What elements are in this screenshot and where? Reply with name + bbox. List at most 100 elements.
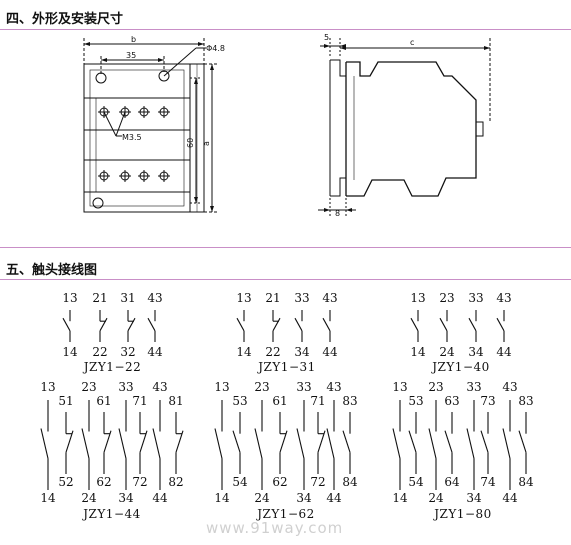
- terminal-label: 44: [326, 491, 342, 505]
- terminal-label: 52: [58, 475, 73, 489]
- terminal-label: 23: [254, 380, 269, 394]
- contact-inner-3-1-blade: [103, 430, 112, 453]
- contact-outer-5-2-blade: [466, 428, 475, 459]
- terminal-label: 14: [410, 345, 426, 359]
- terminal-label: 44: [496, 345, 512, 359]
- dim-m35-label: M3.5: [122, 133, 142, 142]
- terminal-label: 24: [81, 491, 97, 505]
- terminal-label: 71: [310, 394, 325, 408]
- model-label: JZY1−22: [82, 360, 142, 374]
- terminal-label: 13: [40, 380, 55, 394]
- contact-1-0-blade: [236, 317, 245, 332]
- contact-outer-3-3-blade: [152, 428, 161, 459]
- terminal-label: 61: [96, 394, 111, 408]
- terminal-label: 21: [92, 291, 107, 305]
- contact-outer-4-2-blade: [296, 428, 305, 459]
- contact-inner-5-2-blade: [480, 430, 489, 453]
- contact-2-2-blade: [468, 317, 477, 332]
- terminal-label: 44: [152, 491, 168, 505]
- terminal-label: 43: [326, 380, 341, 394]
- terminal-label: 84: [518, 475, 534, 489]
- terminal-label: 82: [168, 475, 183, 489]
- terminal-label: 24: [254, 491, 270, 505]
- side-view-drawing: [318, 38, 491, 216]
- contact-inner-4-2-blade: [317, 430, 326, 453]
- terminal-label: 13: [214, 380, 229, 394]
- terminal-label: 24: [439, 345, 455, 359]
- divider: [0, 29, 571, 30]
- terminal-label: 53: [232, 394, 247, 408]
- contact-outer-5-1-blade: [428, 428, 437, 459]
- contact-inner-3-0-blade: [65, 430, 74, 453]
- terminal-label: 13: [62, 291, 77, 305]
- contact-outer-3-2-blade: [118, 428, 127, 459]
- terminal-label: 14: [236, 345, 252, 359]
- terminal-label: 32: [120, 345, 135, 359]
- model-label: JZY1−31: [256, 360, 316, 374]
- contact-0-3-blade: [147, 317, 156, 332]
- front-view-drawing: [83, 38, 218, 213]
- contact-0-0-blade: [62, 317, 71, 332]
- terminal-label: 33: [294, 291, 309, 305]
- dim-c-label: c: [410, 38, 414, 47]
- terminal-label: 62: [96, 475, 111, 489]
- dim-hole-label: Φ4.8: [206, 44, 225, 53]
- terminal-label: 61: [272, 394, 287, 408]
- terminal-label: 13: [236, 291, 251, 305]
- terminal-label: 34: [468, 345, 484, 359]
- terminal-label: 34: [118, 491, 134, 505]
- terminal-label: 72: [310, 475, 325, 489]
- terminal-label: 51: [58, 394, 73, 408]
- contact-1-3-blade: [322, 317, 331, 332]
- contact-0-2-blade: [127, 317, 136, 332]
- dim-8-label: 8: [335, 209, 340, 218]
- terminal-label: 84: [342, 475, 358, 489]
- terminal-label: 43: [322, 291, 337, 305]
- terminal-label: 81: [168, 394, 183, 408]
- contact-1-2-blade: [294, 317, 303, 332]
- contact-inner-4-0-blade: [232, 430, 241, 453]
- terminal-label: 54: [232, 475, 248, 489]
- contact-outer-4-3-blade: [326, 428, 335, 459]
- terminal-label: 31: [120, 291, 135, 305]
- terminal-label: 33: [118, 380, 133, 394]
- model-label: JZY1−44: [81, 507, 141, 521]
- terminal-label: 33: [296, 380, 311, 394]
- terminal-label: 33: [468, 291, 483, 305]
- terminal-label: 71: [132, 394, 147, 408]
- section-5-title: 五、触头接线图: [6, 263, 98, 278]
- contact-inner-4-3-blade: [342, 430, 351, 453]
- terminal-label: 22: [265, 345, 280, 359]
- terminal-label: 63: [444, 394, 459, 408]
- terminal-label: 53: [408, 394, 423, 408]
- model-label: JZY1−40: [430, 360, 490, 374]
- terminal-label: 43: [502, 380, 517, 394]
- contact-2-1-blade: [439, 317, 448, 332]
- contact-1-1-blade: [272, 317, 281, 332]
- divider: [0, 279, 571, 280]
- terminal-label: 14: [40, 491, 56, 505]
- terminal-label: 13: [392, 380, 407, 394]
- contact-inner-5-3-blade: [518, 430, 527, 453]
- dim-60-label: 60: [186, 138, 195, 148]
- contact-outer-3-0-blade: [40, 428, 49, 459]
- contact-inner-4-1-blade: [279, 430, 288, 453]
- contact-0-1-blade: [99, 317, 108, 332]
- terminal-label: 43: [496, 291, 511, 305]
- terminal-label: 83: [518, 394, 533, 408]
- contact-2-3-blade: [496, 317, 505, 332]
- model-label: JZY1−80: [432, 507, 492, 521]
- terminal-label: 62: [272, 475, 287, 489]
- section-4-title: 四、外形及安装尺寸: [6, 12, 124, 27]
- terminal-label: 22: [92, 345, 107, 359]
- terminal-label: 21: [265, 291, 280, 305]
- watermark-text: www.91way.com: [206, 519, 343, 537]
- contact-outer-5-0-blade: [392, 428, 401, 459]
- contact-outer-5-3-blade: [502, 428, 511, 459]
- contact-inner-3-3-blade: [175, 430, 184, 453]
- contact-inner-5-1-blade: [444, 430, 453, 453]
- contact-inner-5-0-blade: [408, 430, 417, 453]
- terminal-label: 14: [392, 491, 408, 505]
- terminal-label: 14: [214, 491, 230, 505]
